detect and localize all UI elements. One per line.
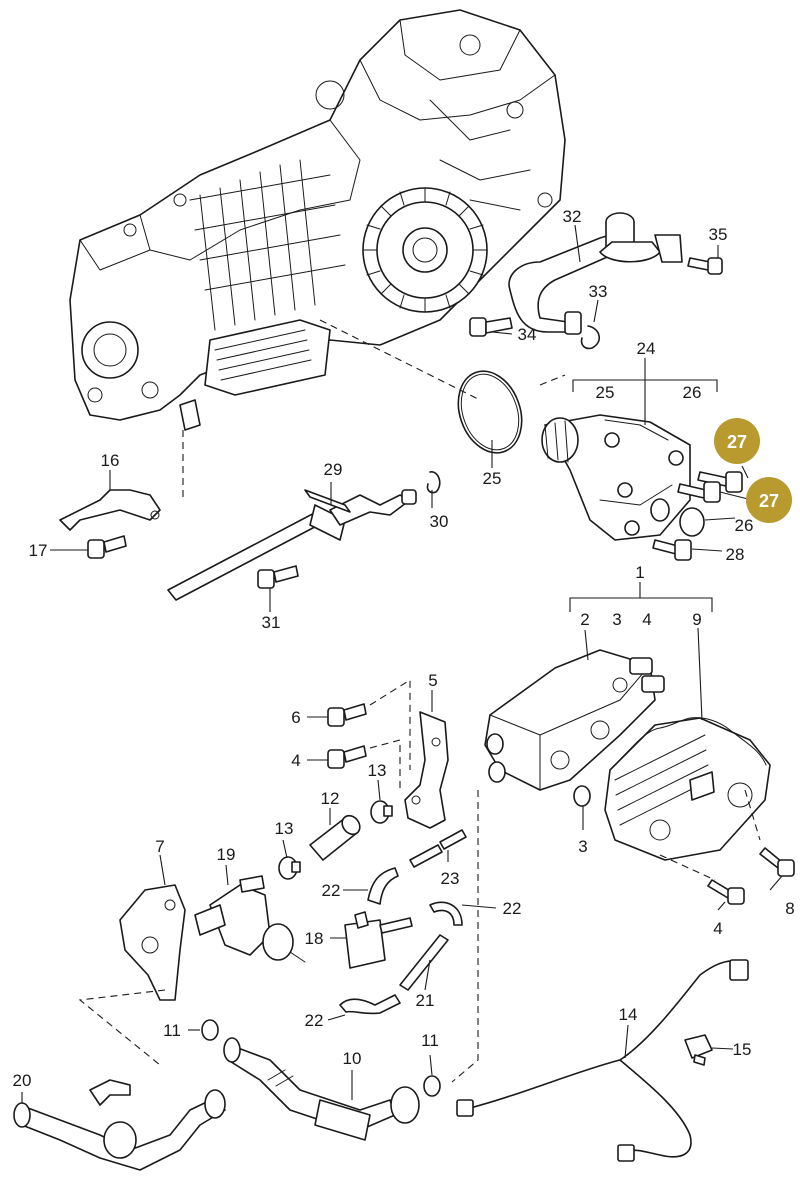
ring-33 bbox=[580, 325, 600, 350]
label-18: 18 bbox=[305, 929, 324, 948]
label-32: 32 bbox=[563, 207, 582, 226]
shaft-29 bbox=[167, 489, 417, 601]
pipe-10 bbox=[223, 1037, 420, 1141]
hose-22-upper bbox=[367, 867, 399, 905]
clamp-13-upper bbox=[370, 800, 393, 824]
pipe-32 bbox=[508, 212, 683, 335]
seal-11-left bbox=[201, 1019, 219, 1041]
valve-18 bbox=[344, 911, 413, 969]
bolt-4-lower bbox=[707, 879, 745, 905]
label-2: 2 bbox=[580, 610, 589, 629]
hose-22-right bbox=[429, 901, 463, 926]
label-15: 15 bbox=[733, 1040, 752, 1059]
bolt-8 bbox=[759, 847, 795, 877]
leader-lines bbox=[21, 224, 783, 1103]
ring-30 bbox=[426, 471, 441, 494]
valve-block-2 bbox=[484, 649, 665, 791]
label-4-top: 4 bbox=[642, 610, 651, 629]
badge-27-lower: 27 bbox=[759, 491, 779, 511]
label-7: 7 bbox=[155, 837, 164, 856]
bolt-35 bbox=[687, 257, 723, 275]
label-25: 25 bbox=[483, 469, 502, 488]
label-13-lower: 13 bbox=[275, 819, 294, 838]
seal-11-right bbox=[423, 1075, 441, 1097]
clamp-13-lower bbox=[278, 856, 301, 880]
bracket-5 bbox=[404, 711, 449, 829]
label-5: 5 bbox=[428, 671, 437, 690]
bolt-17 bbox=[87, 535, 127, 559]
label-19: 19 bbox=[217, 845, 236, 864]
label-16: 16 bbox=[101, 451, 120, 470]
badge-circle bbox=[714, 418, 760, 464]
badge-circle bbox=[746, 477, 792, 523]
label-22-upper: 22 bbox=[322, 881, 341, 900]
bolt-4-upper bbox=[327, 745, 367, 769]
label-21: 21 bbox=[416, 991, 435, 1010]
label-4-lower: 4 bbox=[713, 919, 722, 938]
label-3: 3 bbox=[578, 837, 587, 856]
label-12: 12 bbox=[321, 789, 340, 808]
pipe-20 bbox=[13, 1079, 226, 1171]
label-25-top: 25 bbox=[596, 383, 615, 402]
clip-15 bbox=[684, 1034, 713, 1066]
bracket-7 bbox=[119, 884, 186, 1001]
label-17: 17 bbox=[29, 541, 48, 560]
label-10: 10 bbox=[343, 1049, 362, 1068]
label-28: 28 bbox=[726, 545, 745, 564]
label-24: 24 bbox=[637, 339, 656, 358]
label-29: 29 bbox=[324, 460, 343, 479]
label-6: 6 bbox=[291, 708, 300, 727]
bolt-31 bbox=[257, 565, 299, 589]
label-35: 35 bbox=[709, 225, 728, 244]
transmission-housing bbox=[69, 9, 566, 431]
ring-26 bbox=[679, 507, 705, 537]
hose-12 bbox=[309, 814, 361, 861]
label-26-top: 26 bbox=[683, 383, 702, 402]
oil-cooler-9 bbox=[604, 717, 771, 861]
label-34: 34 bbox=[518, 325, 537, 344]
hose-22-lower bbox=[339, 994, 401, 1015]
badge-27-upper: 27 bbox=[727, 432, 747, 452]
label-1: 1 bbox=[635, 563, 644, 582]
bolt-34 bbox=[469, 317, 513, 337]
label-20: 20 bbox=[13, 1071, 32, 1090]
bolts-27 bbox=[677, 471, 743, 503]
label-23: 23 bbox=[441, 869, 460, 888]
harness-14 bbox=[456, 959, 749, 1162]
part-number-labels: 32 35 33 34 24 25 26 25 26 28 29 30 31 1… bbox=[13, 207, 795, 1090]
bracket-16 bbox=[59, 489, 161, 531]
hose-21 bbox=[399, 934, 449, 991]
label-30: 30 bbox=[430, 512, 449, 531]
label-4-mid: 4 bbox=[291, 751, 300, 770]
label-31: 31 bbox=[262, 613, 281, 632]
label-9: 9 bbox=[692, 610, 701, 629]
hose-23 bbox=[409, 829, 467, 868]
seal-3 bbox=[573, 785, 591, 807]
seal-ring-25 bbox=[457, 370, 523, 454]
label-22-lower: 22 bbox=[305, 1011, 324, 1030]
label-13-upper: 13 bbox=[368, 761, 387, 780]
highlight-badge-27-lower[interactable]: 27 bbox=[746, 477, 792, 523]
label-11-left: 11 bbox=[163, 1021, 181, 1040]
label-3-top: 3 bbox=[612, 610, 621, 629]
label-33: 33 bbox=[589, 282, 608, 301]
highlight-badge-27-upper[interactable]: 27 bbox=[714, 418, 760, 464]
bolt-28 bbox=[652, 539, 692, 561]
pump-24 bbox=[541, 414, 691, 541]
valve-19 bbox=[194, 875, 306, 963]
label-22-right: 22 bbox=[503, 899, 522, 918]
label-26: 26 bbox=[735, 516, 754, 535]
label-14: 14 bbox=[619, 1005, 638, 1024]
bolt-6 bbox=[327, 703, 367, 727]
label-8: 8 bbox=[785, 899, 794, 918]
label-11-right: 11 bbox=[421, 1031, 439, 1050]
